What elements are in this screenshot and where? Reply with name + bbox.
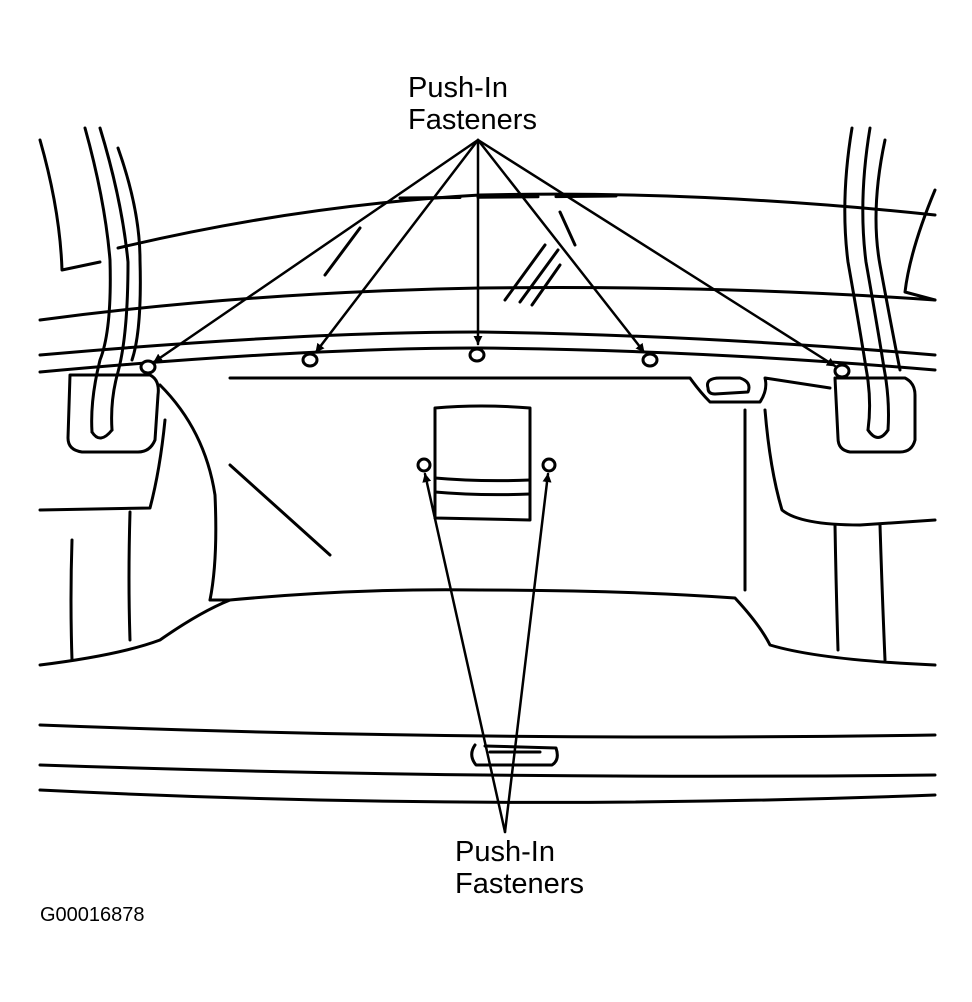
right-hinge-arm [835,128,935,452]
fastener-hole-lower-2 [543,459,555,471]
bottom-callout-line1: Push-In [455,836,555,868]
fastener-hole-lower-1 [418,459,430,471]
top-callout-label: Push-In Fasteners [408,72,537,136]
top-callout-line1: Push-In [408,72,508,104]
arrow-upper-1 [154,140,478,362]
fastener-hole-upper-1 [141,361,155,373]
arrow-lower-2 [505,474,552,832]
bottom-callout-label: Push-In Fasteners [455,836,584,900]
figure-id: G00016878 [40,904,145,926]
arrow-upper-4 [478,140,644,352]
rear-body-lines [40,725,935,802]
fastener-holes [141,349,849,471]
fastener-hole-upper-2 [303,354,317,366]
arrow-lower-1 [422,474,505,832]
rear-window-outline [40,194,935,320]
package-tray [40,332,935,402]
latch-cover [435,406,530,520]
fastener-hole-upper-4 [643,354,657,366]
bottom-callout-line2: Fasteners [455,868,584,900]
arrow-upper-2 [316,140,478,352]
upper-leader-arrows [154,140,835,366]
fastener-hole-upper-5 [835,365,849,377]
fastener-hole-upper-3 [470,349,484,361]
left-hinge-arm [40,128,158,452]
top-callout-line2: Fasteners [408,104,537,136]
trunk-lid-panel [40,385,935,665]
arrow-upper-5 [478,140,835,366]
lower-leader-arrows [422,474,552,832]
